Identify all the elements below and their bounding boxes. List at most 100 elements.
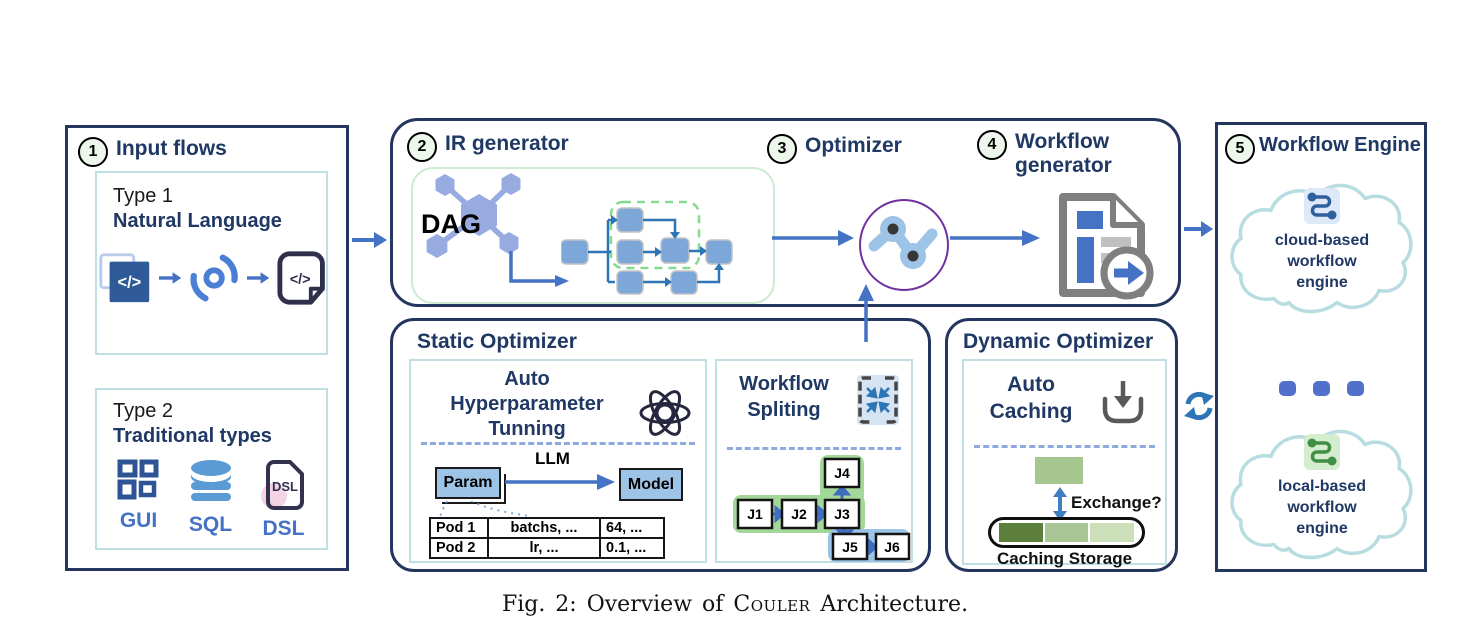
cloud-engine-2: local-based workflow engine [1227,415,1417,573]
sql-label: SQL [188,513,233,536]
caption-suffix: Architecture. [820,592,969,617]
caching-storage-label: Caching Storage [996,549,1133,568]
workflow-engine-title: Workflow Engine [1259,134,1421,156]
pod1-name: Pod 1 [429,517,489,539]
svg-text:J5: J5 [842,539,858,555]
svg-text:J6: J6 [884,539,900,555]
split-separator [727,447,901,450]
step-badge-2: 2 [407,132,437,162]
static-optimizer-box: Static Optimizer Auto Hyperparameter Tun… [390,318,931,572]
storage-segment-mid [1044,523,1089,542]
storage-segment-dark [999,523,1043,542]
workflow-generator-line2: generator [1015,154,1112,178]
hyperparameter-card: Auto Hyperparameter Tunning Param LLM [409,359,707,563]
dsl-label: DSL [262,517,305,540]
cloud-engine-1: cloud-based workflow engine [1227,169,1417,327]
sync-icon [1184,391,1214,421]
gui-label: GUI [119,509,158,532]
workflow-generator-line1: Workflow [1015,130,1110,153]
sql-input-item: SQL [188,458,234,541]
pod-table: Pod 1 batchs, ... 64, ... Pod 2 lr, ... … [429,517,665,559]
figure-caption: Fig. 2: Overview of Couler Architecture. [0,592,1470,617]
pod2-values: 0.1, ... [599,537,665,559]
type1-label: Type 1 [113,185,174,207]
code-document-icon: </> [277,251,325,305]
dag-to-graph-arrow [509,251,569,287]
cache-block [1035,457,1083,484]
exchange-label: Exchange? [1071,493,1162,512]
arrow-optimizer-to-generator [950,230,1040,246]
type1-sublabel: Natural Language [113,210,282,232]
caching-line1: Auto [1007,373,1055,396]
llm-arrow [505,474,615,490]
model-label: Model [627,475,675,493]
type2-sublabel: Traditional types [113,425,272,447]
dynamic-optimizer-box: Dynamic Optimizer Auto Caching Exchange? [945,318,1178,572]
arrow-right-icon [246,272,269,284]
cloud2-line2: workflow [1287,498,1357,516]
step-badge-5: 5 [1225,134,1255,164]
split-line1: Workflow [739,373,829,395]
hyper-line3: Tunning [488,418,566,440]
pod2-name: Pod 2 [429,537,489,559]
svg-text:</>: </> [289,272,310,288]
gui-input-item: GUI [116,458,162,541]
cloud1-line3: engine [1296,273,1348,291]
ellipsis-dot [1312,381,1330,396]
cloud2-line1: local-based [1277,478,1367,495]
engine-ellipsis [1218,381,1424,396]
cloud-shape [1230,183,1413,314]
atom-icon [639,390,691,436]
type2-card: Type 2 Traditional types GUI [95,388,328,550]
cloud2-line3: engine [1296,519,1348,537]
model-box: Model [619,468,683,501]
caption-prefix: Fig. 2: Overview of [501,592,724,617]
svg-text:J4: J4 [834,465,850,481]
arrow-ir-to-optimizer [772,230,854,246]
input-flows-title: Input flows [116,137,227,160]
dynamic-optimizer-title: Dynamic Optimizer [963,330,1154,353]
download-cache-icon [1102,381,1144,424]
split-line2: Spliting [747,399,821,421]
collapse-icon [857,375,899,425]
dag-icon [426,173,521,258]
static-optimizer-title: Static Optimizer [417,330,577,353]
exchange-arrow [1053,487,1067,521]
dag-label: DAG [421,209,481,239]
svg-text:DSL: DSL [272,479,298,494]
pod1-values: 64, ... [599,517,665,539]
caching-line2: Caching [989,400,1073,424]
cloud-workflow-route-icon [1304,188,1340,224]
arrow-input-to-pipeline [352,232,387,248]
hyper-line1: Auto [504,368,550,390]
svg-text:J2: J2 [791,506,807,522]
llm-label: LLM [535,449,570,468]
param-box: Param [435,467,501,499]
gui-grid-icon [117,459,158,500]
input-flows-box: 1 Input flows Type 1 Natural Language </… [65,125,349,571]
workflow-engine-box: 5 Workflow Engine cloud-based workflow e… [1215,122,1427,572]
workflow-graph-icon [561,200,733,295]
cloud1-line2: workflow [1287,252,1357,270]
cloud-shape [1230,429,1413,560]
pipeline-box: 2 IR generator 3 Optimizer 4 Workflow ge… [390,118,1181,307]
workflow-split-card: Workflow Spliting [715,359,913,563]
code-pages-icon: </> [99,253,150,303]
workflow-generator-title: Workflow generator [1015,130,1112,178]
type2-label: Type 2 [113,400,174,422]
local-workflow-route-icon [1304,434,1340,470]
svg-text:J1: J1 [747,506,763,522]
param-dotted-links [439,501,530,518]
optimizer-title: Optimizer [805,134,902,157]
step-badge-4: 4 [977,130,1007,160]
dsl-file-icon: DSL [260,460,304,510]
pod2-params: lr, ... [487,537,601,559]
param-label: Param [443,474,493,491]
optimizer-icon [859,199,949,291]
optimizer-path-glyph [868,216,938,269]
caption-brand: Couler [733,592,811,617]
ellipsis-dot [1278,381,1296,396]
arrow-pipeline-to-engine [1184,221,1213,237]
caching-storage-bar [988,517,1145,548]
